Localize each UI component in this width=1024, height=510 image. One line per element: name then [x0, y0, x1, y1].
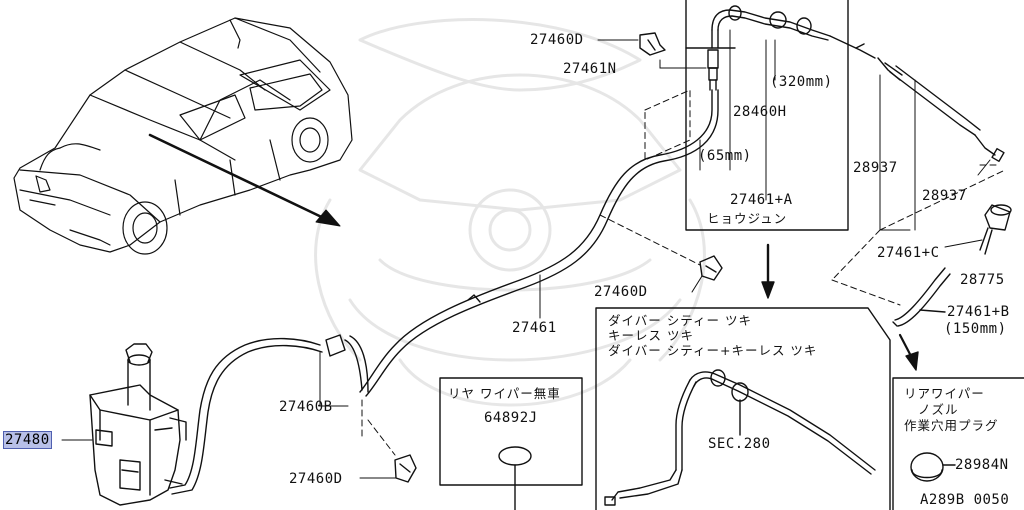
right-hose-assembly	[829, 35, 1005, 163]
car-illustration	[13, 17, 353, 255]
rear-wiper-box-frame	[439, 377, 583, 510]
label-28460H: 28460H	[733, 104, 787, 120]
label-27460D-bottom: 27460D	[289, 471, 343, 487]
variant-line2: キーレス ツキ	[608, 328, 694, 343]
label-27461B: 27461+B	[947, 304, 1010, 320]
hose-27461B	[892, 267, 951, 327]
variant-box-frame	[595, 307, 891, 510]
label-27480-highlighted[interactable]: 27480	[3, 431, 52, 449]
variant-line1: ダイバー シティー ツキ	[608, 313, 752, 328]
washer-hose	[359, 89, 719, 397]
label-leaders	[61, 39, 983, 479]
clip-27460D-mid	[699, 255, 723, 281]
label-28937-b: 28937	[922, 188, 967, 204]
variant-nozzle	[604, 369, 876, 506]
label-28984N: 28984N	[955, 457, 1009, 473]
plug-line2: ノズル	[918, 402, 959, 417]
label-65mm: (65mm)	[698, 148, 752, 164]
nozzle-assembly-top	[711, 5, 831, 49]
part-28775	[979, 204, 1012, 255]
label-27460B: 27460B	[279, 399, 333, 415]
label-28775: 28775	[960, 272, 1005, 288]
label-150mm: (150mm)	[944, 321, 1007, 337]
label-sec280: SEC.280	[708, 436, 771, 452]
label-320mm: (320mm)	[770, 74, 833, 90]
tank-hose	[169, 334, 369, 495]
callout-arrow	[148, 133, 341, 227]
inset-leaders	[699, 29, 776, 201]
label-27460D-top: 27460D	[530, 32, 584, 48]
down-arrow	[761, 243, 775, 299]
label-diagram-code: A289B 0050	[920, 492, 1010, 508]
label-27461N: 27461N	[563, 61, 617, 77]
clip-27460D-bottom	[394, 454, 417, 483]
label-27461: 27461	[512, 320, 557, 336]
plug-line3: 作業穴用プラグ	[904, 418, 999, 433]
variant-line3: ダイバー シティー+キーレス ツキ	[608, 343, 818, 358]
label-27460D-mid: 27460D	[594, 284, 648, 300]
watermark-emblem	[314, 18, 706, 407]
plug-arrow	[898, 333, 919, 371]
label-27461C: 27461+C	[877, 245, 940, 261]
rear-wiper-title: リヤ ワイパー無車	[448, 386, 561, 401]
dashed-guides	[361, 89, 1006, 456]
plug-box-frame	[892, 377, 1024, 510]
washer-reservoir-tank	[89, 343, 187, 506]
label-64892J: 64892J	[484, 410, 538, 426]
connector-27461N	[707, 49, 719, 91]
plug-line1: リアワイパー	[904, 386, 985, 401]
clip-27460D-top	[639, 32, 666, 56]
label-hyoujun: ヒョウジュン	[707, 211, 788, 226]
label-28937-a: 28937	[853, 160, 898, 176]
label-27461A: 27461+A	[730, 192, 793, 208]
right-leaders	[879, 74, 991, 231]
